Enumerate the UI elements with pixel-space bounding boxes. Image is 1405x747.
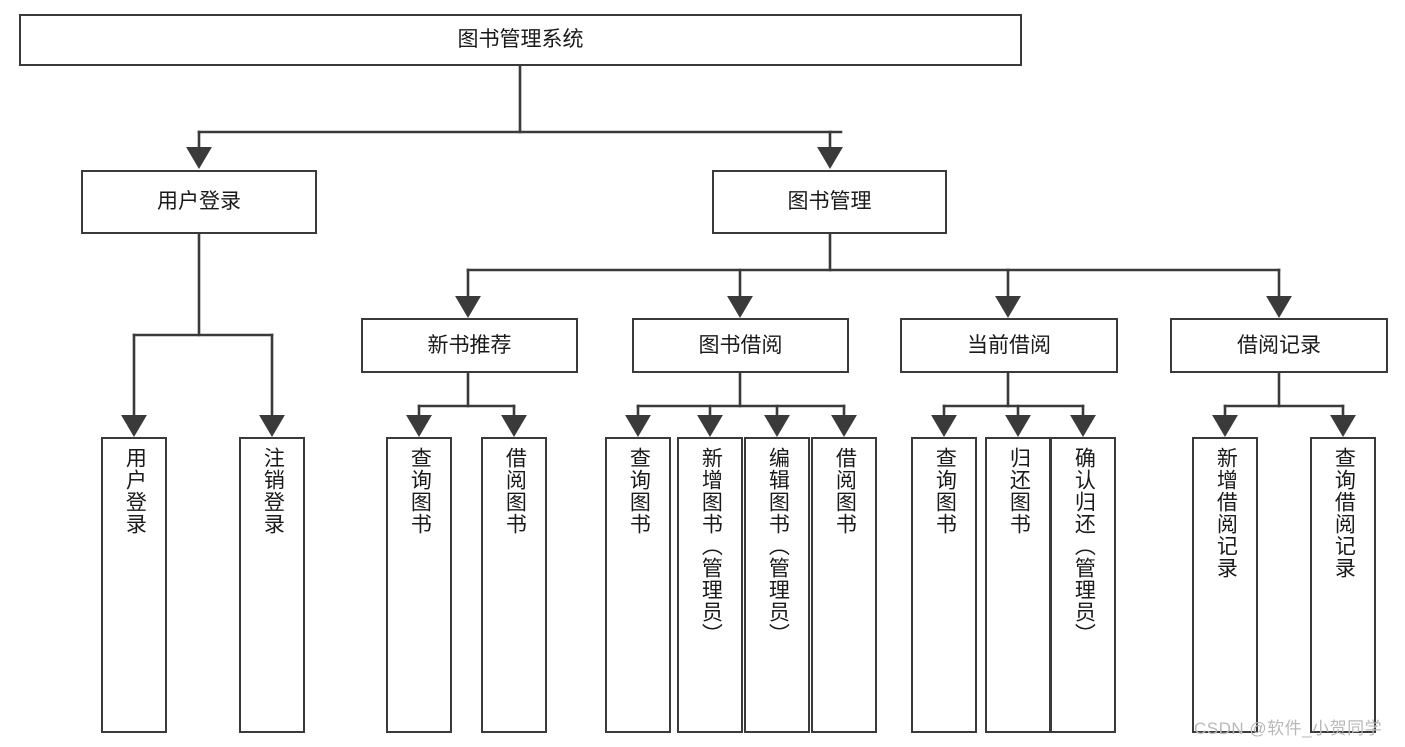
node-leaf-query-book-3[interactable]: 查询图书	[911, 437, 977, 733]
node-leaf-query-book-2[interactable]: 查询图书	[605, 437, 671, 733]
node-root[interactable]: 图书管理系统	[19, 14, 1022, 66]
node-leaf-user-login[interactable]: 用户登录	[101, 437, 167, 733]
node-leaf-edit-book[interactable]: 编辑图书（管理员）	[744, 437, 810, 733]
node-leaf-borrow-book-2-label: 借阅图书	[833, 447, 857, 535]
node-leaf-add-record-label: 新增借阅记录	[1214, 447, 1238, 579]
node-leaf-query-book-2-label: 查询图书	[627, 447, 651, 535]
node-book-borrow[interactable]: 图书借阅	[632, 318, 849, 373]
node-book-manage-label: 图书管理	[787, 190, 872, 214]
node-user-login[interactable]: 用户登录	[81, 170, 317, 234]
node-leaf-query-record[interactable]: 查询借阅记录	[1310, 437, 1376, 733]
node-leaf-borrow-book-1[interactable]: 借阅图书	[481, 437, 547, 733]
node-user-login-label: 用户登录	[157, 190, 241, 214]
node-leaf-user-login-label: 用户登录	[123, 447, 147, 535]
csdn-watermark: CSDN @软件_小贺同学	[1194, 719, 1383, 738]
node-leaf-confirm-return[interactable]: 确认归还（管理员）	[1050, 437, 1116, 733]
node-leaf-confirm-return-label: 确认归还（管理员）	[1072, 447, 1096, 645]
node-leaf-query-book-1[interactable]: 查询图书	[386, 437, 452, 733]
node-leaf-logout[interactable]: 注销登录	[239, 437, 305, 733]
node-leaf-logout-label: 注销登录	[261, 447, 285, 535]
node-leaf-borrow-book-2[interactable]: 借阅图书	[811, 437, 877, 733]
node-current-borrow[interactable]: 当前借阅	[900, 318, 1118, 373]
node-current-borrow-label: 当前借阅	[967, 333, 1051, 357]
node-leaf-add-record[interactable]: 新增借阅记录	[1192, 437, 1258, 733]
node-leaf-query-book-1-label: 查询图书	[408, 447, 432, 535]
node-leaf-query-book-3-label: 查询图书	[933, 447, 957, 535]
node-book-manage[interactable]: 图书管理	[712, 170, 947, 234]
node-root-label: 图书管理系统	[457, 28, 584, 52]
node-borrow-record[interactable]: 借阅记录	[1170, 318, 1388, 373]
node-leaf-add-book-label: 新增图书（管理员）	[699, 447, 723, 645]
node-new-book-rec-label: 新书推荐	[427, 333, 512, 357]
node-book-borrow-label: 图书借阅	[698, 333, 783, 357]
node-leaf-borrow-book-1-label: 借阅图书	[503, 447, 527, 535]
node-leaf-query-record-label: 查询借阅记录	[1332, 447, 1356, 579]
node-leaf-return-book-label: 归还图书	[1007, 447, 1031, 535]
node-new-book-rec[interactable]: 新书推荐	[361, 318, 578, 373]
node-borrow-record-label: 借阅记录	[1237, 333, 1321, 357]
node-leaf-return-book[interactable]: 归还图书	[985, 437, 1051, 733]
node-leaf-add-book[interactable]: 新增图书（管理员）	[677, 437, 743, 733]
node-leaf-edit-book-label: 编辑图书（管理员）	[766, 447, 790, 645]
